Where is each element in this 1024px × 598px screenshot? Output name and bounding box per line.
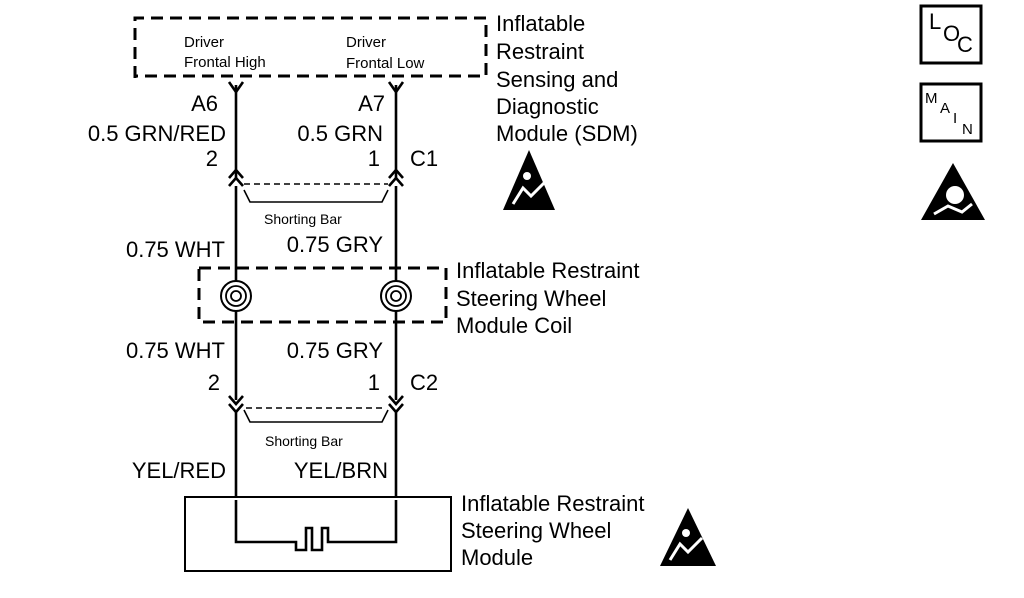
main-letter-m: M	[925, 90, 938, 107]
coil-title-line2: Steering Wheel	[456, 286, 606, 311]
module-box	[184, 496, 452, 572]
coil-right-spiral-icon	[380, 280, 412, 312]
main-letter-a: A	[940, 100, 950, 117]
module-title-line2: Steering Wheel	[461, 518, 611, 543]
c1-left-terminal: A6	[191, 91, 218, 116]
loc-icon: L O C	[919, 4, 983, 65]
main-icon: M A I N	[919, 82, 983, 143]
coil-title-line3: Module Coil	[456, 313, 572, 338]
c1-connector	[228, 168, 404, 187]
c1-label: C1	[410, 146, 438, 171]
coil-lower-right-wire: 0.75 GRY	[287, 338, 384, 363]
sdm-title-line2: Restraint	[496, 39, 584, 64]
main-letter-n: N	[962, 121, 973, 138]
c1-shorting-bar-label: Shorting Bar	[264, 211, 342, 227]
sdm-title-line3: Sensing and	[496, 67, 618, 92]
inflator-element	[234, 500, 398, 552]
sdm-title-line5: Module (SDM)	[496, 121, 638, 146]
coil-lower-left-wire: 0.75 WHT	[126, 338, 225, 363]
module-right-wire: YEL/BRN	[294, 458, 388, 483]
coil-title-line1: Inflatable Restraint	[456, 258, 639, 283]
module-title-line1: Inflatable Restraint	[461, 491, 644, 516]
c2-right-pin: 1	[368, 370, 380, 395]
c1-left-wire: 0.5 GRN/RED	[88, 121, 226, 146]
c2-shorting-bar-label: Shorting Bar	[265, 433, 343, 449]
sdm-box	[133, 16, 488, 78]
loc-letter-c: C	[957, 32, 973, 57]
coil-upper-left-wire: 0.75 WHT	[126, 237, 225, 262]
module-title-line3: Module	[461, 545, 533, 570]
module-left-wire: YEL/RED	[132, 458, 226, 483]
c2-left-pin: 2	[208, 370, 220, 395]
esd-warning-icon	[503, 150, 555, 210]
loc-letter-l: L	[929, 9, 941, 34]
sdm-title-line1: Inflatable	[496, 11, 585, 36]
main-letter-i: I	[953, 110, 957, 127]
coil-left-spiral-icon	[220, 280, 252, 312]
airbag-warning-icon	[921, 163, 985, 220]
c1-left-pin: 2	[206, 146, 218, 171]
c1-right-wire: 0.5 GRN	[297, 121, 383, 146]
c1-right-terminal: A7	[358, 91, 385, 116]
driver-low-line2: Frontal Low	[346, 55, 425, 72]
c1-right-pin: 1	[368, 146, 380, 171]
c2-connector	[228, 395, 404, 414]
loc-letter-o: O	[943, 21, 960, 46]
esd-warning-icon	[660, 508, 716, 566]
driver-high-line2: Frontal High	[184, 54, 266, 71]
c2-label: C2	[410, 370, 438, 395]
coil-upper-right-wire: 0.75 GRY	[287, 232, 384, 257]
driver-high-line1: Driver	[184, 34, 224, 51]
sdm-title-line4: Diagnostic	[496, 94, 599, 119]
driver-low-line1: Driver	[346, 34, 386, 51]
